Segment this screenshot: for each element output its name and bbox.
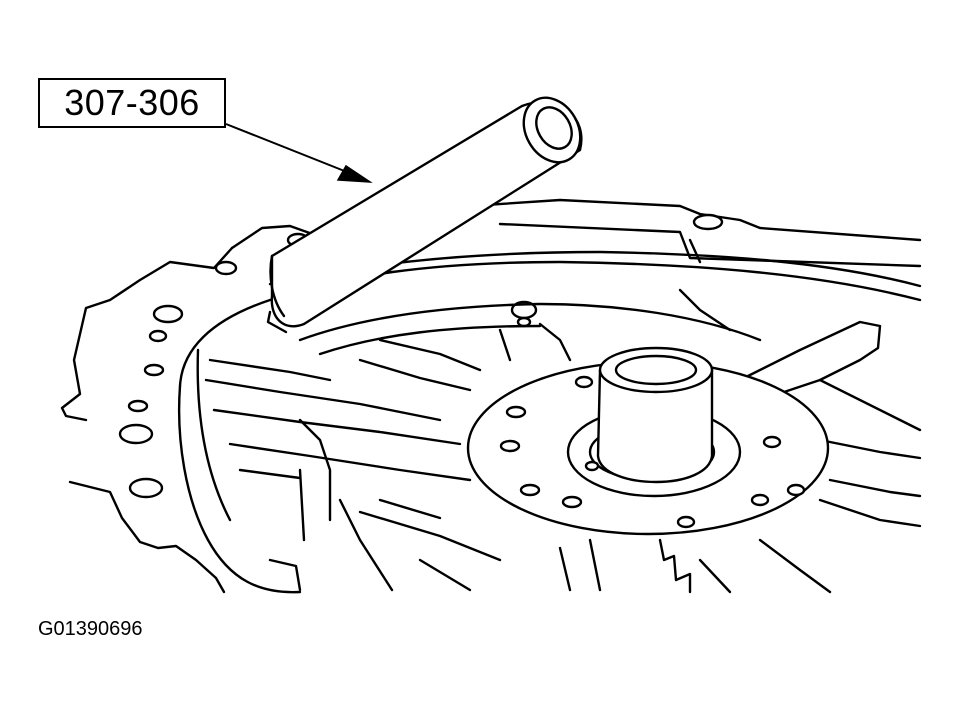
callout-leader-arrow xyxy=(225,123,373,183)
bolt-holes xyxy=(118,213,724,499)
special-tool-307-306 xyxy=(266,96,583,334)
tool-number-callout: 307-306 xyxy=(38,78,226,128)
case-housing xyxy=(60,198,922,594)
tool-number-label: 307-306 xyxy=(64,82,200,123)
case-ribs xyxy=(204,288,922,594)
figure-id-label: G01390696 xyxy=(38,618,143,640)
center-shaft xyxy=(596,346,714,484)
